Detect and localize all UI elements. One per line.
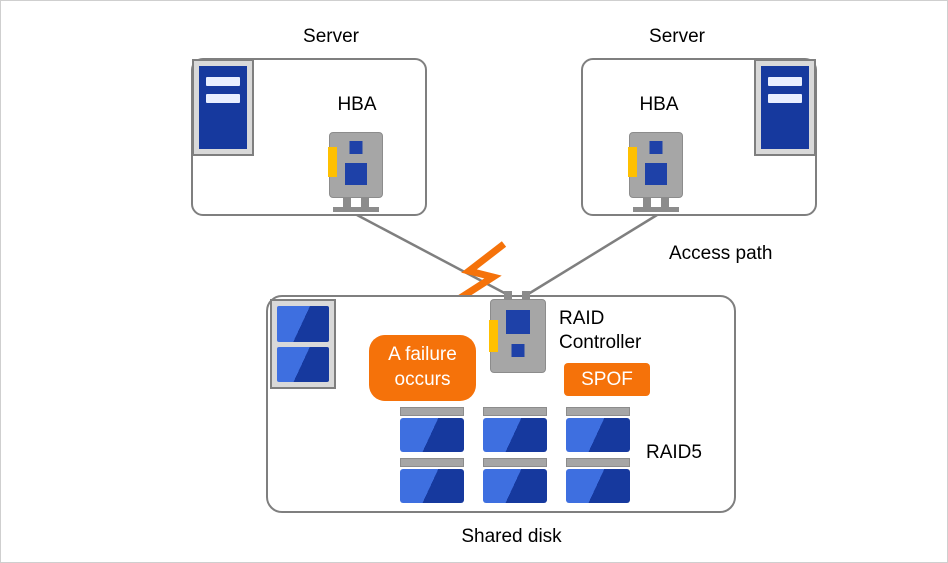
raid-controller-card-icon bbox=[488, 291, 548, 381]
disk-icon bbox=[483, 407, 547, 452]
disk-cap bbox=[566, 407, 630, 416]
disk-cap bbox=[400, 458, 464, 467]
server-right-label: Server bbox=[649, 26, 705, 47]
raid5-label: RAID5 bbox=[646, 442, 702, 463]
access-path-line-right bbox=[524, 213, 658, 298]
hba-connector bbox=[628, 147, 637, 177]
disk-body bbox=[566, 418, 630, 452]
hba-chip-small bbox=[649, 141, 663, 154]
access-path-line-left bbox=[356, 213, 511, 298]
disk-icon bbox=[566, 458, 630, 503]
disk-cap bbox=[400, 407, 464, 416]
disk-cap bbox=[483, 407, 547, 416]
storage-array-icon bbox=[270, 299, 336, 389]
hba-left-label: HBA bbox=[337, 94, 377, 115]
controller-connector bbox=[489, 320, 498, 352]
hba-card-icon bbox=[626, 132, 686, 216]
disk-cap bbox=[566, 458, 630, 467]
raid5-disk-group bbox=[400, 407, 630, 503]
server-drive-bay bbox=[205, 94, 241, 103]
disk-body bbox=[483, 418, 547, 452]
disk-cap bbox=[483, 458, 547, 467]
server-drive-bay bbox=[767, 77, 803, 86]
hba-chip-small bbox=[349, 141, 363, 154]
controller-pin bbox=[504, 291, 512, 300]
disk-body bbox=[400, 418, 464, 452]
raid-controller-label: RAID Controller bbox=[559, 308, 642, 353]
failure-callout: A failure occurs bbox=[369, 335, 476, 401]
hba-chip-large bbox=[645, 163, 667, 185]
hba-card-icon bbox=[326, 132, 386, 216]
hba-card-body bbox=[328, 132, 383, 198]
disk-body bbox=[566, 469, 630, 503]
server-tower-icon bbox=[192, 59, 254, 156]
server-tower-icon bbox=[754, 59, 816, 156]
server-drive-bay bbox=[205, 77, 241, 86]
disk-icon bbox=[483, 458, 547, 503]
disk-body bbox=[483, 469, 547, 503]
hba-leg bbox=[643, 198, 651, 207]
server-tower-body bbox=[761, 66, 809, 149]
server-drive-bay bbox=[767, 94, 803, 103]
hba-right-label: HBA bbox=[639, 94, 679, 115]
spof-badge-text: SPOF bbox=[581, 368, 633, 390]
controller-card-body bbox=[489, 299, 546, 373]
spof-badge: SPOF bbox=[564, 363, 650, 396]
hba-leg bbox=[361, 198, 369, 207]
failure-callout-text: A failure occurs bbox=[388, 344, 457, 390]
disk-icon bbox=[400, 407, 464, 452]
hba-card-body bbox=[628, 132, 683, 198]
hba-connector bbox=[328, 147, 337, 177]
array-disk-slot bbox=[277, 306, 329, 342]
controller-chip-small bbox=[511, 344, 525, 357]
controller-chip-large bbox=[506, 310, 530, 334]
hba-leg bbox=[343, 198, 351, 207]
disk-icon bbox=[400, 458, 464, 503]
disk-body bbox=[400, 469, 464, 503]
hba-leg bbox=[661, 198, 669, 207]
hba-base bbox=[633, 207, 679, 212]
disk-icon bbox=[566, 407, 630, 452]
server-tower-body bbox=[199, 66, 247, 149]
shared-disk-label: Shared disk bbox=[461, 526, 562, 547]
hba-base bbox=[333, 207, 379, 212]
controller-pin bbox=[522, 291, 530, 300]
hba-chip-large bbox=[345, 163, 367, 185]
access-path-label: Access path bbox=[669, 243, 773, 264]
array-disk-slot bbox=[277, 346, 329, 382]
server-left-label: Server bbox=[303, 26, 359, 47]
